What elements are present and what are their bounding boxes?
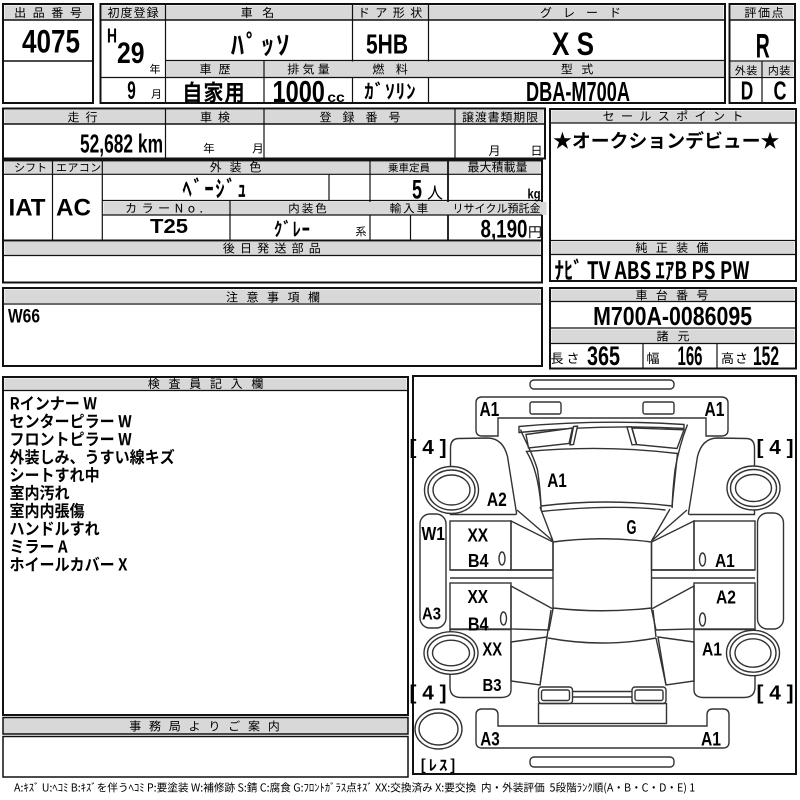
svg-text:5HB: 5HB <box>366 29 408 60</box>
svg-text:[ 4 ]: [ 4 ] <box>410 437 447 459</box>
svg-text:166: 166 <box>678 341 703 371</box>
svg-text:XX: XX <box>468 586 489 607</box>
svg-text:C: C <box>774 76 787 106</box>
svg-text:A1: A1 <box>701 730 721 751</box>
svg-text:W1: W1 <box>421 523 445 544</box>
svg-text:DBA-M700A: DBA-M700A <box>526 76 630 107</box>
svg-text:XX: XX <box>482 640 502 660</box>
svg-text:B4: B4 <box>468 550 489 571</box>
svg-text:M700A-0086095: M700A-0086095 <box>593 301 752 331</box>
svg-text:[ 4 ]: [ 4 ] <box>757 437 794 459</box>
svg-text:B4: B4 <box>468 614 489 635</box>
svg-text:A1: A1 <box>702 639 722 660</box>
svg-text:A3: A3 <box>422 604 441 624</box>
svg-text:IAT: IAT <box>9 194 46 221</box>
svg-text:X S: X S <box>552 26 594 62</box>
svg-text:W66: W66 <box>8 307 40 328</box>
svg-text:A1: A1 <box>705 399 725 421</box>
svg-text:A1: A1 <box>479 399 499 421</box>
svg-text:R: R <box>756 28 770 66</box>
svg-text:1000: 1000 <box>272 74 325 109</box>
svg-text:52,682 km: 52,682 km <box>80 129 163 159</box>
svg-text:G: G <box>627 517 637 539</box>
svg-text:H: H <box>107 26 117 48</box>
svg-text:A3: A3 <box>480 730 500 751</box>
svg-text:8,190: 8,190 <box>481 216 528 244</box>
svg-text:9: 9 <box>127 77 136 105</box>
svg-text:A1: A1 <box>547 470 567 492</box>
svg-text:XX: XX <box>468 525 489 546</box>
svg-text:A2: A2 <box>716 587 736 608</box>
svg-text:D: D <box>741 76 754 106</box>
svg-text:cc: cc <box>327 89 345 105</box>
svg-text:B3: B3 <box>483 675 502 695</box>
svg-text:365: 365 <box>587 341 620 371</box>
svg-text:5: 5 <box>412 175 422 205</box>
svg-text:[ 4 ]: [ 4 ] <box>410 683 447 705</box>
svg-text:[ 4 ]: [ 4 ] <box>757 683 794 705</box>
svg-text:29: 29 <box>117 37 145 70</box>
svg-text:152: 152 <box>753 341 779 371</box>
svg-text:A1: A1 <box>715 550 735 571</box>
svg-text:A2: A2 <box>487 489 507 511</box>
svg-text:AC: AC <box>56 194 91 221</box>
svg-text:T25: T25 <box>150 216 188 238</box>
svg-text:kg: kg <box>528 186 541 202</box>
svg-text:4075: 4075 <box>22 24 80 60</box>
